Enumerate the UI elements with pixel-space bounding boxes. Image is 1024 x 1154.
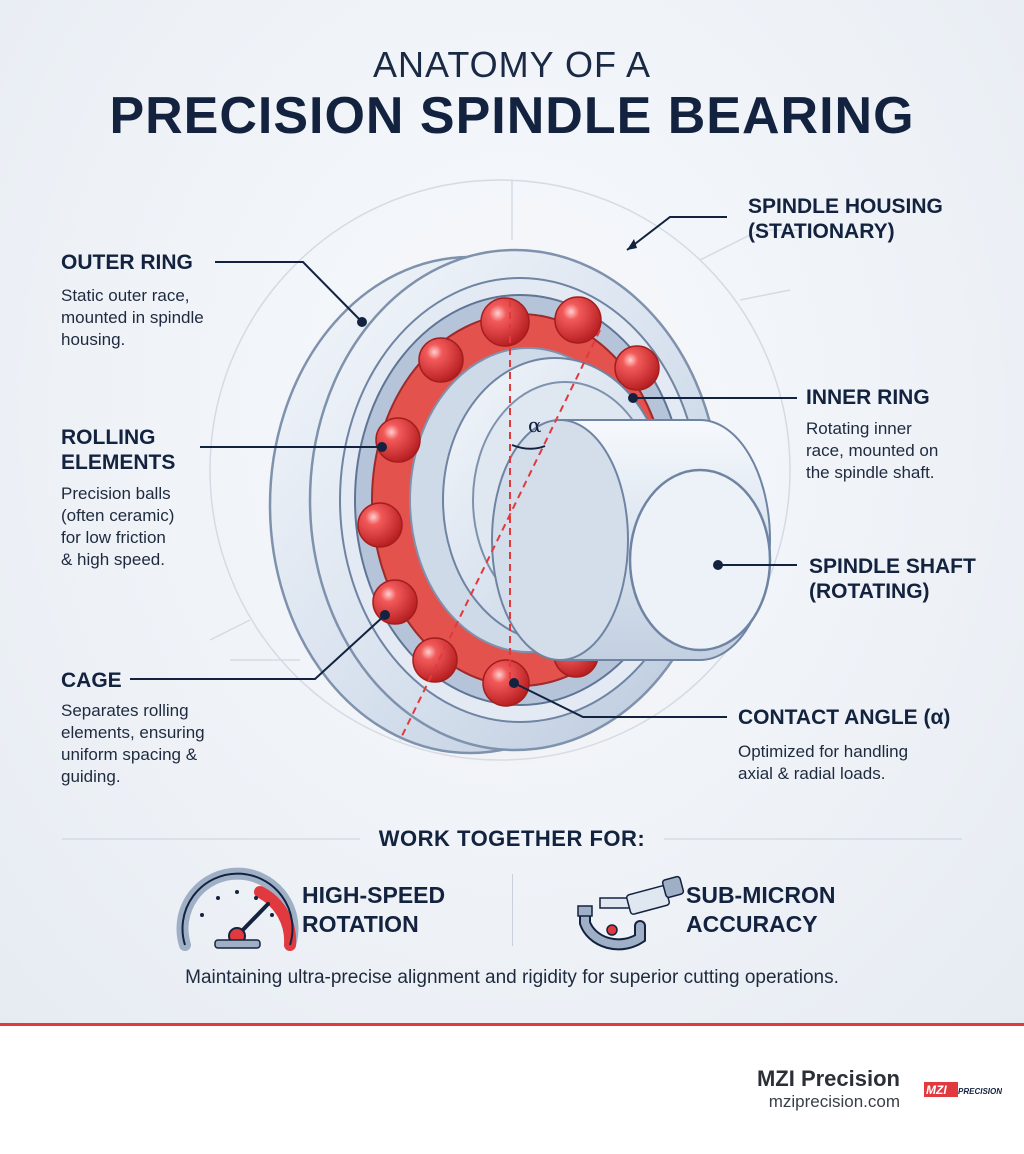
spindle-shaft-title: SPINDLE SHAFT (ROTATING) [809,555,976,603]
housing-arrowhead [627,239,637,250]
brand-url: mziprecision.com [768,1092,900,1111]
inner-ring-description: Rotating inner race, mounted on the spin… [806,419,939,482]
footer-accent-bar [0,1023,1024,1026]
benefit-high-speed-label: HIGH-SPEED ROTATION [302,882,446,937]
spindle-shaft-shape [491,419,772,661]
cage-title: CAGE [61,669,122,692]
spindle-housing-title: SPINDLE HOUSING (STATIONARY) [748,195,943,243]
outer-ring-description: Static outer race, mounted in spindle ho… [61,286,204,349]
leader-dots [357,317,723,688]
speedometer-icon [176,867,299,951]
leader-lines [130,216,797,718]
inner-ring-title: INNER RING [806,386,930,409]
bearing-diagram: α [62,179,962,951]
cage-description: Separates rolling elements, ensuring uni… [61,701,205,786]
logo-mark-text: MZI [926,1083,947,1097]
brand-name: MZI Precision [756,1066,900,1091]
rolling-elements-description: Precision balls (often ceramic) for low … [61,484,175,569]
brand-logo-mark: MZI PRECISION [924,1082,1002,1097]
section-heading: WORK TOGETHER FOR: [378,826,646,851]
footer [0,1026,1024,1154]
micrometer-icon [577,875,685,951]
contact-angle-lines [399,300,601,741]
outer-ring-title: OUTER RING [61,251,193,274]
rolling-elements-shape [357,296,683,707]
title-line-1: ANATOMY OF A [372,44,652,85]
benefit-sub-micron-label: SUB-MICRON ACCURACY [686,882,836,937]
angle-symbol: α [528,413,542,437]
tagline: Maintaining ultra-precise alignment and … [185,967,839,988]
logo-word-text: PRECISION [958,1087,1002,1096]
contact-angle-title: CONTACT ANGLE (α) [738,706,951,729]
title-line-2: PRECISION SPINDLE BEARING [109,87,915,145]
benefit-divider [512,874,513,946]
contact-angle-description: Optimized for handling axial & radial lo… [738,742,909,783]
rolling-elements-title: ROLLING ELEMENTS [61,426,176,474]
